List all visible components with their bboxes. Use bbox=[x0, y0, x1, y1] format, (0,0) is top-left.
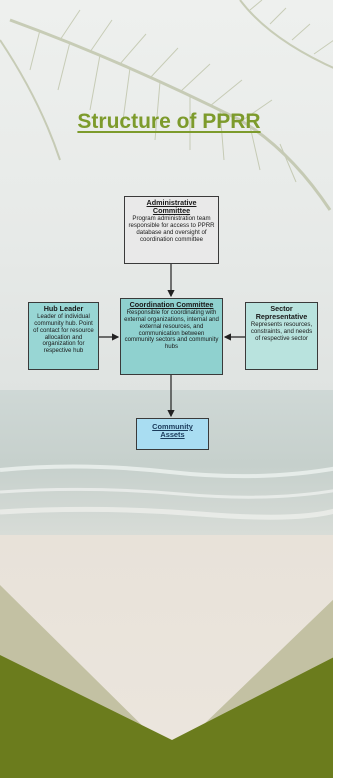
wave-line bbox=[0, 464, 338, 479]
node-hub-leader: Hub Leader Leader of individual communit… bbox=[28, 302, 99, 370]
wave-line bbox=[0, 487, 338, 499]
node-coordination-committee: Coordination Committee Responsible for c… bbox=[120, 298, 223, 375]
node-title: Community Assets bbox=[152, 422, 193, 440]
right-edge-strip bbox=[333, 0, 338, 778]
node-sector-representative: Sector Representative Represents resourc… bbox=[245, 302, 318, 370]
node-title: Coordination Committee bbox=[129, 300, 214, 309]
node-community-assets: Community Assets bbox=[136, 418, 209, 450]
node-title: Administrative Committee bbox=[146, 198, 197, 216]
node-description: Represents resources, constraints, and n… bbox=[250, 321, 313, 342]
node-administrative-committee: Administrative Committee Program adminis… bbox=[124, 196, 219, 264]
node-description: Leader of individual community hub. Poin… bbox=[33, 313, 94, 355]
palm-frond-icon bbox=[0, 0, 338, 211]
node-description: Responsible for coordinating with extern… bbox=[124, 309, 219, 351]
node-title: Hub Leader bbox=[43, 304, 84, 313]
node-description: Program administration team responsible … bbox=[128, 215, 215, 243]
node-title: Sector Representative bbox=[255, 304, 308, 322]
green-band bbox=[0, 655, 338, 778]
wave-line bbox=[0, 506, 338, 520]
page-title: Structure of PPRR bbox=[77, 110, 261, 133]
